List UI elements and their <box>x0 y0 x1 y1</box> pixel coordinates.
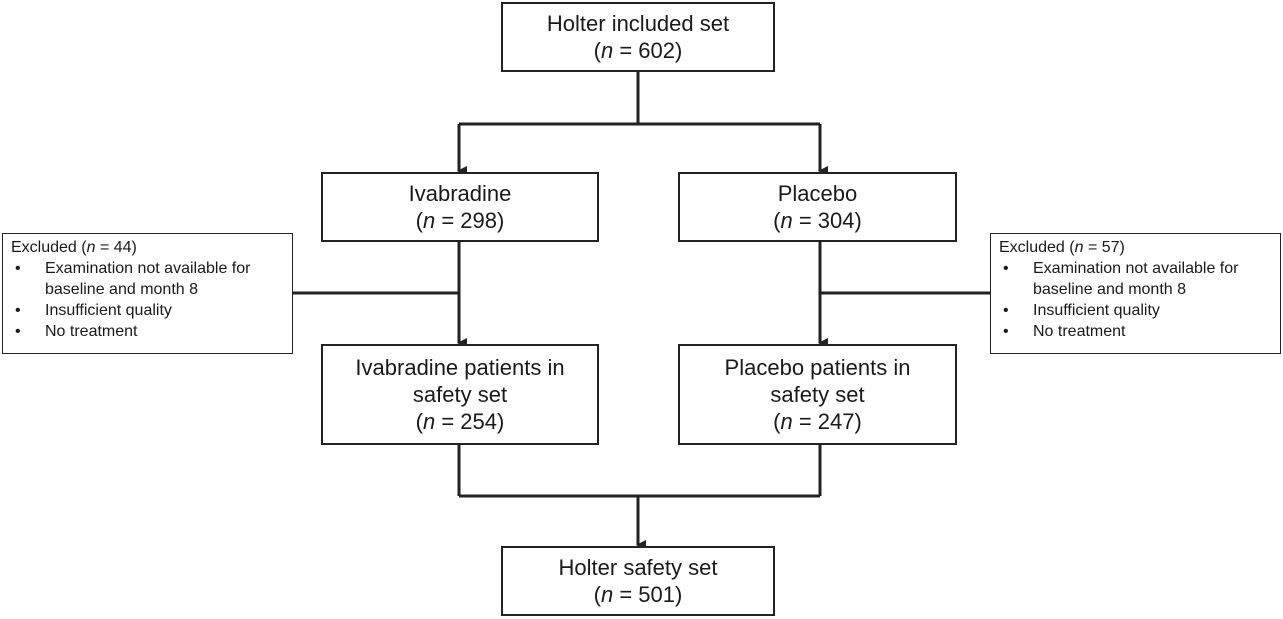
exclusion-item: •Examination not available for baseline … <box>15 260 251 298</box>
exclusion-item: •Examination not available for baseline … <box>1003 260 1239 298</box>
box-title: Holter included set <box>546 11 730 36</box>
box-ivabradine-safety-set: Ivabradine patients in safety set (n = 2… <box>321 344 599 445</box>
exclusion-item: •Insufficient quality <box>1003 302 1160 319</box>
box-count: (n = 254) <box>415 409 505 434</box>
exclusion-item: •No treatment <box>15 323 138 340</box>
exclusion-list: •Examination not available for baseline … <box>11 258 286 342</box>
box-count: (n = 602) <box>593 38 683 63</box>
exclusion-list: •Examination not available for baseline … <box>999 258 1274 342</box>
box-count: (n = 298) <box>415 208 505 233</box>
box-count: (n = 247) <box>773 409 862 434</box>
box-count: (n = 501) <box>593 582 683 607</box>
exclusion-item: •No treatment <box>1003 323 1126 340</box>
box-title: Ivabradine <box>408 181 512 206</box>
box-title-line-1: Placebo patients in <box>724 355 911 380</box>
box-title-line-1: Ivabradine patients in <box>355 355 565 380</box>
exclusion-heading: Excluded (n = 44) <box>11 239 137 256</box>
box-holter-safety-set: Holter safety set (n = 501) <box>501 546 775 616</box>
box-title-line-2: safety set <box>412 382 508 407</box>
box-title-line-2: safety set <box>770 382 865 407</box>
exclusion-item: •Insufficient quality <box>15 302 172 319</box>
exclusion-heading: Excluded (n = 57) <box>999 239 1125 256</box>
exclusion-box-placebo: Excluded (n = 57) •Examination not avail… <box>990 233 1281 354</box>
box-title: Placebo <box>777 181 858 206</box>
box-ivabradine: Ivabradine (n = 298) <box>321 172 599 242</box>
box-holter-included-set: Holter included set (n = 602) <box>501 2 775 72</box>
box-placebo: Placebo (n = 304) <box>678 172 957 242</box>
box-count: (n = 304) <box>773 208 862 233</box>
box-placebo-safety-set: Placebo patients in safety set (n = 247) <box>678 344 957 445</box>
exclusion-box-ivabradine: Excluded (n = 44) •Examination not avail… <box>2 233 293 354</box>
box-title: Holter safety set <box>558 555 718 580</box>
